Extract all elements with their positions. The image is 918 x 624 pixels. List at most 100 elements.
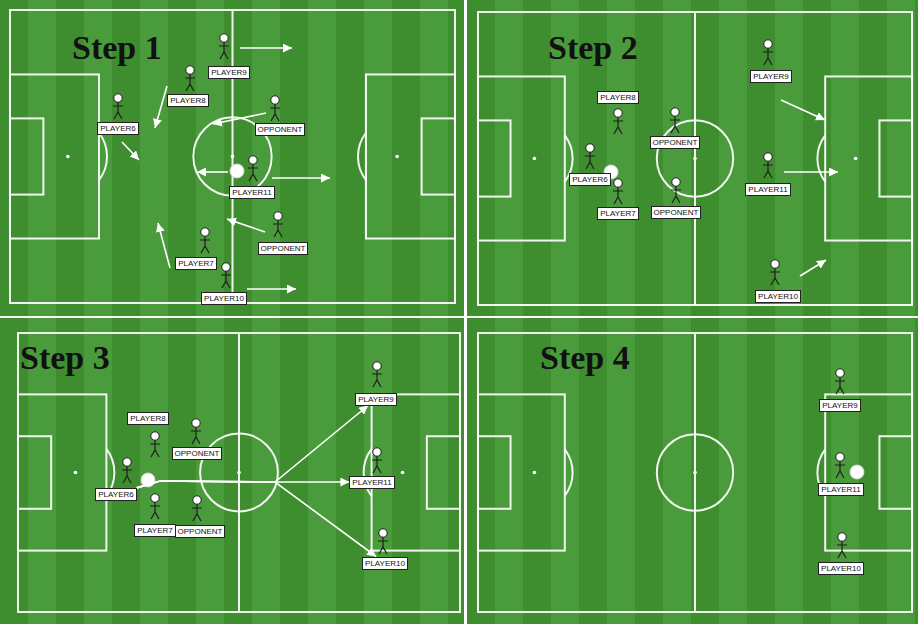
pitch-lines	[478, 333, 912, 612]
figure-body	[270, 104, 280, 121]
player-figure	[221, 263, 231, 288]
figure-body	[200, 236, 210, 253]
step-title: Step 4	[540, 338, 630, 377]
player-figure	[378, 529, 388, 554]
player-label: PLAYER10	[818, 562, 864, 575]
figure-body	[248, 164, 258, 181]
goal-area	[879, 436, 912, 509]
player-figure	[613, 109, 623, 134]
player-name: OPPONENT	[258, 125, 303, 134]
goal-area	[10, 118, 43, 194]
figure-head	[222, 263, 230, 271]
halfway-line	[694, 12, 696, 305]
halfway-line	[694, 333, 696, 612]
grass-stripe	[364, 318, 392, 624]
figure-body	[150, 502, 160, 519]
grass-stripe	[775, 0, 803, 316]
pitch-spot	[237, 471, 241, 475]
figure-head	[614, 109, 622, 117]
player-name: PLAYER11	[232, 188, 271, 197]
halfway-line	[238, 333, 240, 612]
player-name: PLAYER11	[821, 485, 860, 494]
grass-stripe	[887, 318, 915, 624]
player-figure	[273, 212, 283, 237]
figure-body	[613, 187, 623, 204]
figure-body	[613, 117, 623, 134]
pitch-panel: Step 4PLAYER9PLAYER11PLAYER10	[467, 318, 918, 624]
penalty-arc	[565, 449, 573, 495]
figure-body	[763, 161, 773, 178]
touchline	[10, 10, 455, 303]
penalty-area	[18, 394, 106, 550]
player-name: OPPONENT	[653, 138, 698, 147]
player-label: OPPONENT	[255, 123, 306, 136]
goal-area	[422, 118, 455, 194]
player-figure	[270, 96, 280, 121]
player-name: PLAYER8	[130, 414, 165, 423]
player-figure	[671, 178, 681, 203]
figure-body	[191, 427, 201, 444]
grass-stripe	[775, 318, 803, 624]
grass	[0, 318, 464, 624]
figure-head	[151, 432, 159, 440]
player-name: PLAYER6	[100, 124, 135, 133]
pitch-spot	[401, 471, 405, 475]
player-label: PLAYER7	[134, 524, 175, 537]
penalty-area	[10, 74, 99, 238]
figure-head	[771, 260, 779, 268]
run-arrow	[240, 47, 292, 49]
run-arrow	[158, 223, 170, 268]
pitch-spot	[693, 157, 697, 161]
step-title: Step 1	[72, 28, 162, 67]
figure-head	[192, 419, 200, 427]
player-name: OPPONENT	[175, 449, 220, 458]
figure-head	[373, 448, 381, 456]
player-label: PLAYER11	[745, 183, 790, 196]
figure-head	[836, 453, 844, 461]
penalty-area	[825, 76, 912, 240]
player-label: PLAYER11	[818, 483, 863, 496]
touchline	[18, 333, 460, 612]
player-name: OPPONENT	[178, 527, 223, 536]
centre-circle	[200, 434, 278, 512]
grass-stripe	[252, 318, 280, 624]
run-arrow	[272, 177, 330, 179]
figure-head	[764, 153, 772, 161]
player-figure	[585, 144, 595, 169]
player-figure	[763, 40, 773, 65]
player-figure	[670, 108, 680, 133]
player-label: PLAYER11	[229, 186, 274, 199]
player-name: PLAYER11	[352, 478, 391, 487]
ball	[850, 465, 864, 479]
player-name: PLAYER10	[821, 564, 861, 573]
pitch-spot	[231, 155, 235, 159]
player-figure	[185, 66, 195, 91]
run-arrow	[155, 86, 167, 128]
player-label: PLAYER6	[95, 488, 136, 501]
penalty-area	[478, 76, 565, 240]
pitch-lines	[478, 12, 912, 305]
player-label: OPPONENT	[175, 525, 226, 538]
figure-head	[379, 529, 387, 537]
run-arrow	[227, 219, 265, 232]
grass-stripe	[495, 318, 523, 624]
penalty-arc	[364, 449, 372, 496]
centre-circle	[657, 434, 733, 510]
player-label: PLAYER11	[349, 476, 394, 489]
figure-head	[151, 494, 159, 502]
figure-head	[186, 66, 194, 74]
player-name: PLAYER6	[98, 490, 133, 499]
run-arrow	[784, 171, 838, 173]
figure-body	[585, 152, 595, 169]
run-arrow	[197, 171, 228, 173]
player-label: PLAYER10	[362, 557, 408, 570]
player-figure	[150, 432, 160, 457]
player-label: OPPONENT	[258, 242, 309, 255]
player-label: PLAYER8	[597, 91, 638, 104]
football-pitch	[467, 0, 918, 316]
grass-stripe	[28, 0, 56, 316]
grass-stripe	[663, 0, 691, 316]
grass-stripe	[887, 0, 915, 316]
player-label: PLAYER6	[569, 173, 610, 186]
